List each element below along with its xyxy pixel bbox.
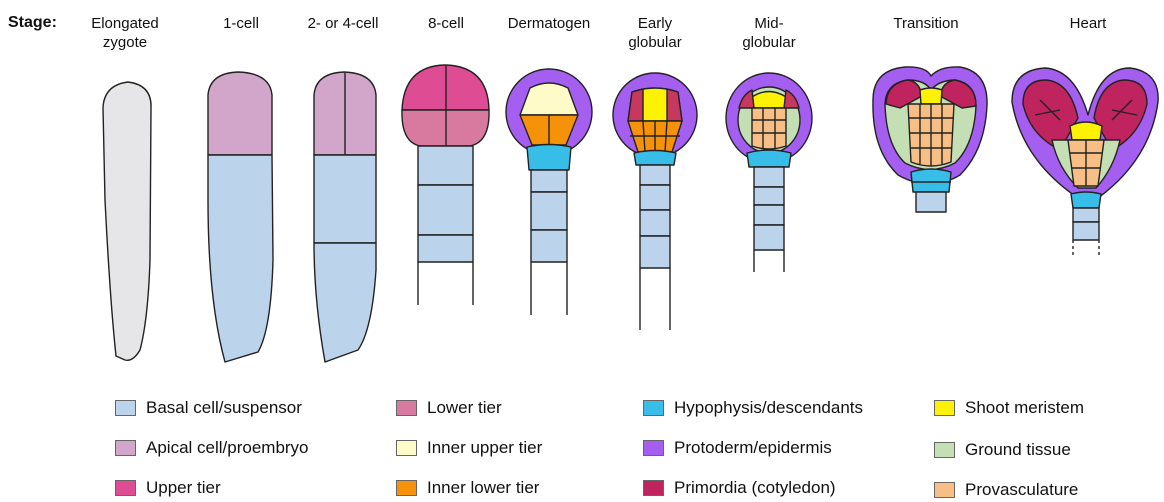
legend-swatch (643, 440, 664, 456)
legend-item-hypophysis: Hypophysis/descendants (643, 398, 863, 418)
legend-swatch (934, 442, 955, 458)
provasculature (752, 108, 786, 149)
legend-label: Basal cell/suspensor (146, 398, 302, 418)
embryo-elongated-zygote (103, 82, 151, 360)
suspensor-cell-2 (640, 185, 670, 210)
legend-item-shoot-meristem: Shoot meristem (934, 398, 1084, 418)
suspensor-cell-3 (531, 230, 567, 262)
embryo-early-globular (613, 73, 697, 330)
shoot-meristem (1070, 122, 1102, 140)
hypophysis (1071, 192, 1101, 208)
embryo-mid-globular (726, 73, 812, 272)
legend-label: Hypophysis/descendants (674, 398, 863, 418)
embryo-heart (1012, 68, 1158, 258)
suspensor-cell-3 (418, 235, 473, 262)
suspensor-tail (531, 262, 567, 315)
suspensor-cell-1 (531, 170, 567, 192)
legend-swatch (115, 440, 136, 456)
legend-item-apical: Apical cell/proembryo (115, 438, 309, 458)
legend-item-provasculature: Provasculature (934, 480, 1078, 500)
legend-swatch (396, 440, 417, 456)
embryo-2-or-4-cell (314, 72, 376, 362)
suspensor-cell-2 (418, 185, 473, 235)
legend-label: Shoot meristem (965, 398, 1084, 418)
suspensor-tail (418, 262, 473, 305)
suspensor-cell-3 (640, 210, 670, 236)
legend-swatch (396, 480, 417, 496)
legend-label: Apical cell/proembryo (146, 438, 309, 458)
legend-item-lower-tier: Lower tier (396, 398, 502, 418)
legend-label: Ground tissue (965, 440, 1071, 460)
hypophysis (634, 151, 676, 166)
legend-item-primordia: Primordia (cotyledon) (643, 478, 836, 498)
hypophysis (911, 169, 951, 192)
legend-label: Provasculature (965, 480, 1078, 500)
suspensor-cell-4 (754, 225, 784, 250)
shoot-meristem (752, 92, 786, 109)
basal-upper-cell (314, 155, 376, 243)
suspensor-cell-1 (418, 146, 473, 185)
legend-swatch (115, 480, 136, 496)
embryo-8-cell (402, 65, 489, 305)
legend-item-protoderm: Protoderm/epidermis (643, 438, 832, 458)
legend-swatch (115, 400, 136, 416)
legend: Basal cell/suspensor Apical cell/proembr… (0, 390, 1164, 502)
suspensor-tail (640, 268, 670, 330)
suspensor-tail (1073, 240, 1099, 258)
legend-label: Inner upper tier (427, 438, 542, 458)
legend-swatch (934, 482, 955, 498)
suspensor-cell-1 (916, 192, 946, 212)
suspensor-cell-1 (754, 167, 784, 187)
legend-label: Lower tier (427, 398, 502, 418)
legend-item-inner-upper-tier: Inner upper tier (396, 438, 542, 458)
embryo-1-cell (208, 72, 273, 362)
embryo-stage-diagram (0, 0, 1164, 390)
legend-swatch (934, 400, 955, 416)
suspensor-cell-1 (640, 165, 670, 185)
legend-swatch (643, 400, 664, 416)
embryo-dermatogen (506, 69, 592, 315)
legend-swatch (643, 480, 664, 496)
suspensor-cell-4 (640, 236, 670, 268)
apical-cell (208, 72, 272, 155)
legend-item-basal: Basal cell/suspensor (115, 398, 302, 418)
legend-label: Upper tier (146, 478, 221, 498)
legend-label: Primordia (cotyledon) (674, 478, 836, 498)
suspensor-cell-1 (1073, 208, 1099, 222)
basal-lower-cell (314, 243, 376, 362)
hypophysis (527, 145, 571, 171)
hypophysis (747, 150, 791, 167)
legend-item-upper-tier: Upper tier (115, 478, 221, 498)
shoot-meristem (920, 88, 942, 104)
legend-label: Protoderm/epidermis (674, 438, 832, 458)
legend-item-inner-lower-tier: Inner lower tier (396, 478, 539, 498)
legend-item-ground-tissue: Ground tissue (934, 440, 1071, 460)
legend-label: Inner lower tier (427, 478, 539, 498)
zygote-cell (103, 82, 151, 360)
suspensor-cell-2 (1073, 222, 1099, 240)
legend-swatch (396, 400, 417, 416)
basal-cell (208, 155, 273, 362)
embryo-transition (873, 67, 987, 212)
suspensor-cell-3 (754, 205, 784, 225)
suspensor-cell-2 (754, 187, 784, 205)
suspensor-cell-2 (531, 192, 567, 230)
suspensor-tail (754, 250, 784, 272)
